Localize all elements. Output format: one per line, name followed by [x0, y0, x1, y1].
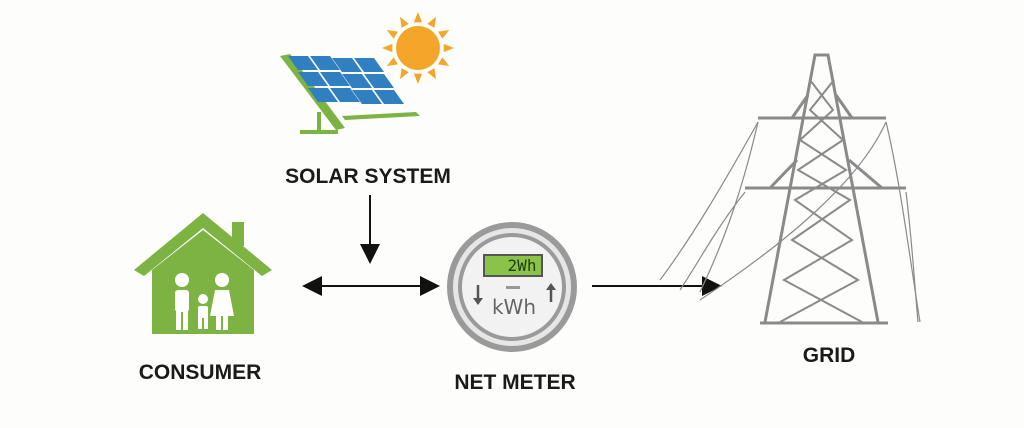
solar-cell — [308, 88, 338, 102]
sun-ray — [443, 43, 454, 53]
sun-ray — [413, 73, 423, 84]
arrow-down-icon — [473, 285, 483, 305]
solar-cell — [298, 72, 328, 86]
solar-system-label: SOLAR SYSTEM — [285, 165, 451, 188]
house-family-icon — [134, 213, 272, 334]
solar-cell — [332, 58, 362, 72]
sun-ray — [382, 43, 393, 53]
net-meter-label: NET METER — [454, 371, 575, 394]
arrow-up-icon — [546, 283, 556, 302]
sun-ray — [400, 68, 409, 80]
sun-ray — [386, 57, 398, 66]
solar-cell — [342, 74, 372, 88]
family-icon — [175, 273, 234, 330]
consumer-label: CONSUMER — [139, 361, 262, 384]
sun-icon — [382, 12, 454, 84]
sun-ray — [413, 12, 423, 23]
sun-ray — [400, 16, 409, 28]
sun-ray — [438, 57, 450, 66]
solar-cell — [352, 90, 382, 104]
sun-ray — [427, 68, 436, 80]
solar-cell — [330, 88, 360, 102]
solar-cell — [320, 72, 350, 86]
solar-panel-icon — [280, 12, 454, 134]
solar-cell — [354, 58, 384, 72]
grid-label: GRID — [803, 344, 856, 367]
solar-cell — [364, 74, 394, 88]
meter-display-reading: 2Wh — [508, 256, 537, 275]
solar-cell — [288, 56, 318, 70]
sun-ray — [427, 16, 436, 28]
sun-ray — [386, 30, 398, 39]
meter-icon: 2Wh kWh — [447, 222, 577, 352]
solar-cell — [310, 56, 340, 70]
sun-ray — [438, 30, 450, 39]
solar-cell — [374, 90, 404, 104]
meter-unit: kWh — [492, 295, 536, 319]
transmission-tower-icon — [659, 53, 921, 325]
